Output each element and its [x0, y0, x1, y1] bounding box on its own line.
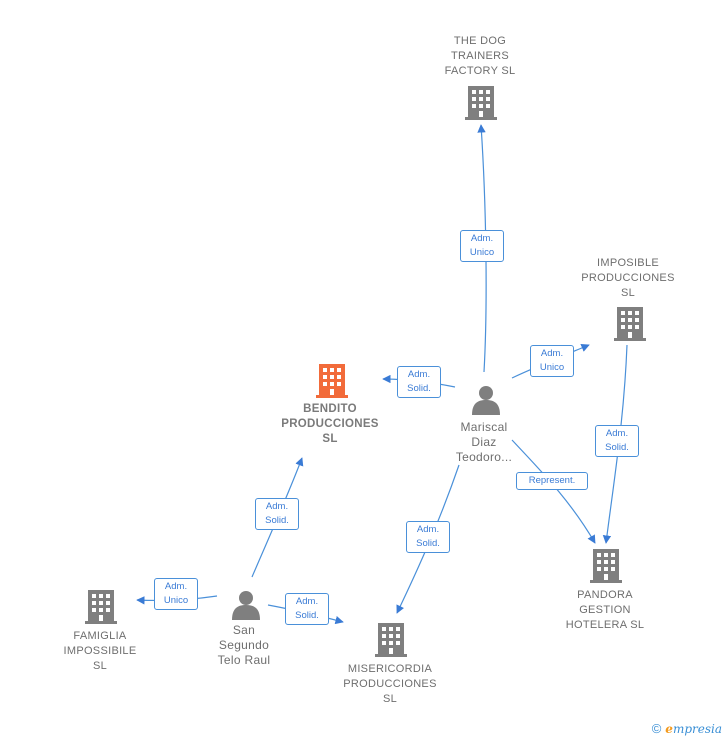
node-san-segundo-icon[interactable] — [232, 591, 260, 620]
edge-label-adm-solid: Adm. Solid. — [255, 498, 299, 530]
edge-label-adm-unico: Adm. Unico — [530, 345, 574, 377]
edge-label-adm-unico: Adm. Unico — [154, 578, 198, 610]
node-bendito-icon[interactable] — [316, 364, 348, 398]
footer-brand: © empresia — [652, 721, 722, 736]
edge-label-adm-unico: Adm. Unico — [460, 230, 504, 262]
node-famiglia-icon[interactable] — [85, 590, 117, 624]
edge-label-adm-solid: Adm. Solid. — [397, 366, 441, 398]
node-label-san-segundo[interactable]: San Segundo Telo Raul — [217, 623, 271, 667]
node-misericordia-icon[interactable] — [375, 623, 407, 657]
node-pandora-icon[interactable] — [590, 549, 622, 583]
brand-logo: empresia — [665, 721, 722, 736]
edge-label-adm-solid: Adm. Solid. — [406, 521, 450, 553]
node-dog-trainers-icon[interactable] — [465, 86, 497, 120]
edge-label-adm-solid: Adm. Solid. — [595, 425, 639, 457]
node-label-dog-trainers[interactable]: THE DOG TRAINERS FACTORY SL — [444, 35, 516, 77]
node-label-pandora[interactable]: PANDORA GESTION HOTELERA SL — [565, 589, 645, 631]
node-label-mariscal[interactable]: Mariscal Diaz Teodoro... — [455, 420, 513, 464]
node-label-bendito[interactable]: BENDITO PRODUCCIONES SL — [281, 403, 379, 445]
node-label-imposible[interactable]: IMPOSIBLE PRODUCCIONES SL — [581, 257, 675, 299]
copyright-symbol: © — [651, 721, 662, 736]
node-label-misericordia[interactable]: MISERICORDIA PRODUCCIONES SL — [343, 663, 437, 705]
node-imposible-icon[interactable] — [614, 307, 646, 341]
node-label-famiglia[interactable]: FAMIGLIA IMPOSSIBILE SL — [63, 630, 137, 672]
edge-label-represent: Represent. — [516, 472, 588, 490]
node-mariscal-icon[interactable] — [472, 386, 500, 415]
edge-label-adm-solid: Adm. Solid. — [285, 593, 329, 625]
